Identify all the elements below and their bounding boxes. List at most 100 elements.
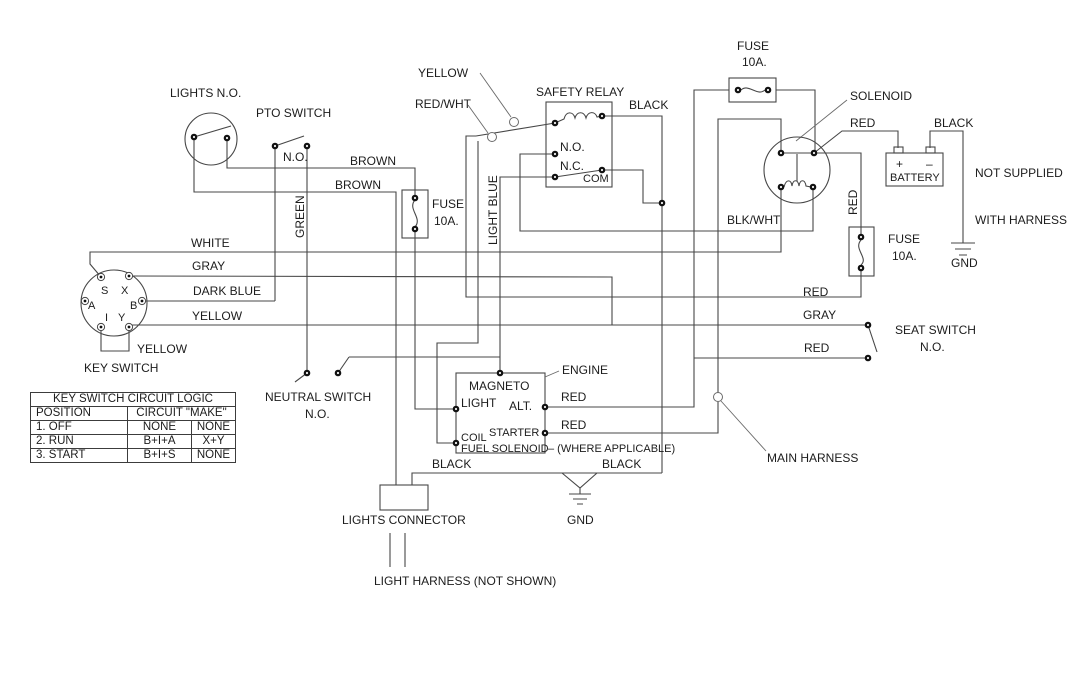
lights-connector-label: LIGHTS CONNECTOR [342,513,466,527]
wire-fusetop-solenoid [776,89,816,152]
red-starter-label: RED [561,418,587,432]
ground-right-label: GND [951,256,978,270]
terminal-dot-center [413,227,417,231]
key-switch: S X A B I Y KEY SWITCH [80,269,158,375]
terminal-dot-center [600,114,604,118]
safety-relay: SAFETY RELAY N.O. N.C. COM [536,85,624,188]
ground-center-label: GND [567,513,594,527]
battery-post-negative [925,146,936,154]
table-row: 2. RUN B+I+A X+Y [30,434,236,449]
bullet-connector-icon [509,117,519,127]
safety-relay-label: SAFETY RELAY [536,85,624,99]
key-switch-body [80,269,148,337]
dark-blue-label: DARK BLUE [193,284,261,298]
wire-coil-branch [436,141,479,444]
terminal-dot-center [454,407,458,411]
safety-relay-body [545,101,613,188]
wire-seat-blade [867,324,878,353]
terminal-dot-center [553,175,557,179]
solenoid: SOLENOID [763,89,912,204]
terminal-dot-center [866,323,870,327]
terminal-dot-center [553,152,557,156]
key-switch-label: KEY SWITCH [84,361,158,375]
fuse-pto-label1: FUSE [432,197,464,211]
cell-circuit-2: NONE [191,448,236,463]
wire-red-vertical [814,152,862,237]
engine-starter-label: STARTER [489,427,539,439]
battery-body [885,152,944,187]
key-terminal-a: A [88,300,96,312]
terminal-dot-center [305,371,309,375]
terminal-dot-center [336,371,340,375]
lights-connector-body [379,484,429,511]
brown-upper-label: BROWN [350,154,396,168]
table-row: 1. OFF NONE NONE [30,420,236,435]
terminal-dot-center [498,371,502,375]
main-harness: MAIN HARNESS [713,392,858,465]
fuse-element [740,87,766,93]
battery-minus-sign: – [926,157,933,171]
wire-red-battery [813,130,899,154]
engine-light-label: LIGHT [461,396,497,410]
black-relay-label: BLACK [629,98,668,112]
light-harness-label: LIGHT HARNESS (NOT SHOWN) [374,574,556,588]
red-vertical-label: RED [846,189,860,215]
engine-coil-label: COIL [461,432,487,444]
cell-circuit-1: B+I+S [127,448,192,463]
table-title-row: KEY SWITCH CIRCUIT LOGIC [30,392,236,407]
battery: + – BATTERY [885,146,944,187]
terminal-dot-center [454,441,458,445]
cell-circuit-2: NONE [191,420,236,435]
seat-switch: SEAT SWITCH N.O. [864,321,976,362]
wire-ground-bus [411,472,662,485]
engine-magneto-label: MAGNETO [469,379,529,393]
gray-right-label: GRAY [803,308,836,322]
wire-red-feed [465,135,862,298]
wire-relay-com [602,169,662,204]
terminal-dot-center [192,135,196,139]
fuse-element [858,239,864,266]
battery-plus-sign: + [896,157,903,171]
terminal-dot-center [866,356,870,360]
fuse-element [412,199,418,228]
table-header-row: POSITION CIRCUIT "MAKE" [30,406,236,421]
bullet-connector-icon [487,132,497,142]
table-row: 3. START B+I+S NONE [30,448,236,463]
key-switch-logic-table: KEY SWITCH CIRCUIT LOGIC POSITION CIRCUI… [30,392,236,463]
wire-starter-cable-lower [546,402,719,434]
terminal-dot-center [553,121,557,125]
terminal-dot-center [812,151,816,155]
terminal-pin [127,325,131,329]
solenoid-leader [795,99,848,142]
col-header-circuit: CIRCUIT "MAKE" [127,406,236,421]
engine-label: ENGINE [562,363,608,377]
yellow-connector-label: YELLOW [418,66,469,80]
pto-state-label: N.O. [283,150,308,164]
wire-light-blue [499,176,555,373]
lights-connector: LIGHTS CONNECTOR LIGHT HARNESS (NOT SHOW… [342,484,556,588]
red-charge-label: RED [803,285,829,299]
ground-icon [569,493,591,505]
battery-label: BATTERY [890,172,940,184]
wire-brown-lower [193,137,397,485]
lights-switch-blade [193,125,232,138]
fuse-body [848,226,875,277]
terminal-dot-center [736,88,740,92]
harness-connectors: YELLOW RED/WHT [415,66,519,142]
engine-where-applicable-label: – (WHERE APPLICABLE) [548,443,675,455]
white-label: WHITE [191,236,230,250]
cell-position: 3. START [30,448,128,463]
terminal-dot-center [600,168,604,172]
red-alt-label: RED [561,390,587,404]
table-title: KEY SWITCH CIRCUIT LOGIC [30,392,236,407]
seat-state-label: N.O. [920,340,945,354]
key-switch-terminals [80,271,147,332]
terminal-dot-center [766,88,770,92]
wire-charge [546,89,729,408]
terminal-dot-center [225,136,229,140]
fuse-body [401,189,429,239]
key-terminal-b: B [130,300,137,312]
key-terminal-x: X [121,285,129,297]
